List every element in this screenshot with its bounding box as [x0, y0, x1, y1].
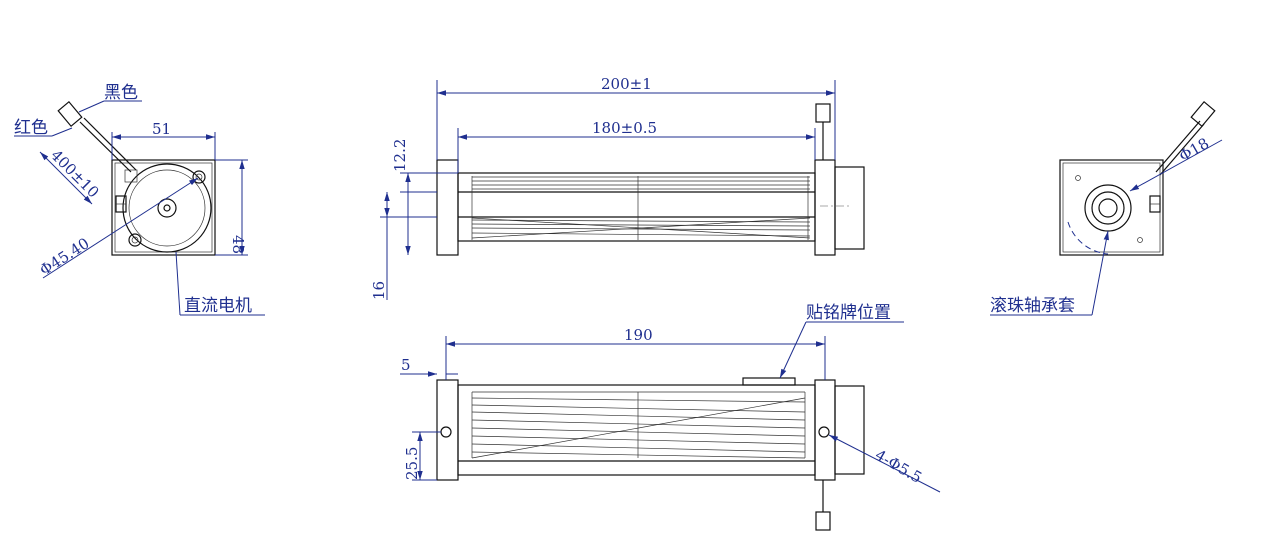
motor-shaft-circle [157, 198, 177, 218]
dim-cable-length: 400±10 [47, 146, 102, 201]
bottom-view: 190 5 25.5 4-Φ5.5 贴铭牌位置 [400, 303, 941, 531]
left-end-view: 51 48 400±10 Φ45.40 黑色 红色 直流电机 [14, 83, 265, 316]
cable [79, 121, 132, 173]
dim-5: 5 [401, 356, 411, 374]
label-red-wire: 红色 [14, 118, 48, 138]
front-view: 200±1 180±0.5 12.2 16 [370, 75, 865, 300]
motor-body [834, 385, 865, 475]
mount-hole [818, 426, 830, 438]
dim-bearing-diameter: Φ18 [1176, 134, 1212, 165]
dim-12-2: 12.2 [391, 139, 409, 172]
right-end-plate [814, 159, 836, 256]
end-plate-outline [1059, 159, 1164, 256]
mount-screw [192, 170, 206, 184]
cable [1155, 120, 1201, 173]
motor-housing-circle [122, 163, 212, 253]
connector [815, 103, 831, 123]
right-end-view: Φ18 滚珠轴承套 [990, 100, 1223, 316]
motor-body [834, 166, 865, 250]
impeller-housing [457, 172, 816, 242]
dim-motor-diameter: Φ45.40 [36, 234, 92, 279]
label-dc-motor: 直流电机 [184, 296, 252, 316]
label-ball-bearing-sleeve: 滚珠轴承套 [990, 296, 1075, 316]
dim-16: 16 [370, 281, 388, 300]
dim-51: 51 [152, 120, 171, 138]
label-nameplate-position: 贴铭牌位置 [806, 303, 891, 323]
dim-25-5: 25.5 [403, 447, 421, 480]
nameplate-area [742, 377, 796, 386]
mount-screw [128, 233, 142, 247]
dim-190: 190 [624, 326, 653, 344]
dim-48: 48 [229, 235, 247, 254]
label-black-wire: 黑色 [104, 83, 138, 103]
left-end-plate [436, 159, 459, 256]
connector [815, 511, 831, 531]
bearing-sleeve-inner [1091, 191, 1125, 225]
end-plate-outline [111, 159, 216, 256]
left-end-plate [436, 379, 459, 481]
mount-hole [440, 426, 452, 438]
dim-mount-holes: 4-Φ5.5 [872, 446, 925, 487]
connector [1190, 100, 1216, 128]
dim-overall-length: 200±1 [601, 75, 652, 93]
connector [57, 100, 83, 128]
dim-impeller-length: 180±0.5 [592, 119, 657, 137]
right-end-plate [814, 379, 836, 481]
